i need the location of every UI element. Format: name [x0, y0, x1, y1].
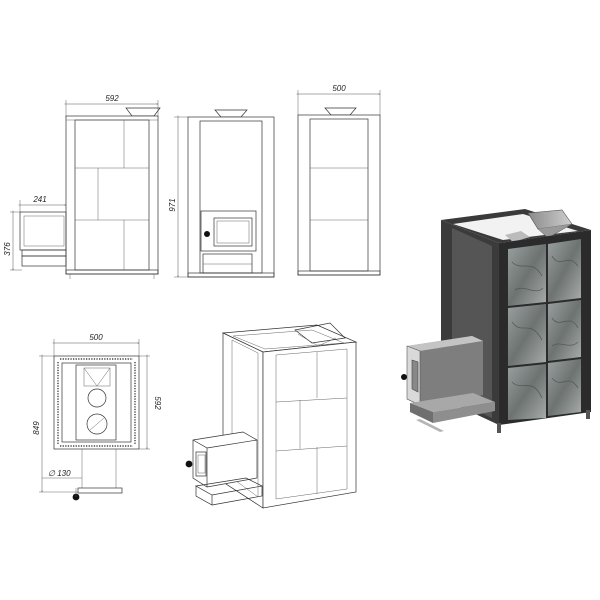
dim-total-height: 971 — [168, 198, 177, 211]
dim-side-depth: 500 — [332, 84, 346, 93]
dim-firebox-length: 241 — [32, 195, 46, 204]
dim-plan-depth-inner: 592 — [153, 396, 162, 410]
dim-plan-depth-outer: 849 — [32, 421, 41, 435]
stove-render — [401, 209, 591, 433]
isometric-outline — [185, 322, 358, 509]
dim-front-width: 592 — [105, 94, 119, 103]
plan-view: 500 849 592 ∅ 130 — [32, 333, 162, 501]
dim-flue-diameter: ∅ 130 — [48, 469, 71, 478]
dim-door-height: 376 — [3, 242, 12, 256]
front-view: 592 241 376 — [3, 94, 161, 279]
dim-plan-width: 500 — [89, 333, 103, 342]
side-view: 500 — [298, 84, 381, 276]
door-view: 971 — [168, 109, 275, 278]
